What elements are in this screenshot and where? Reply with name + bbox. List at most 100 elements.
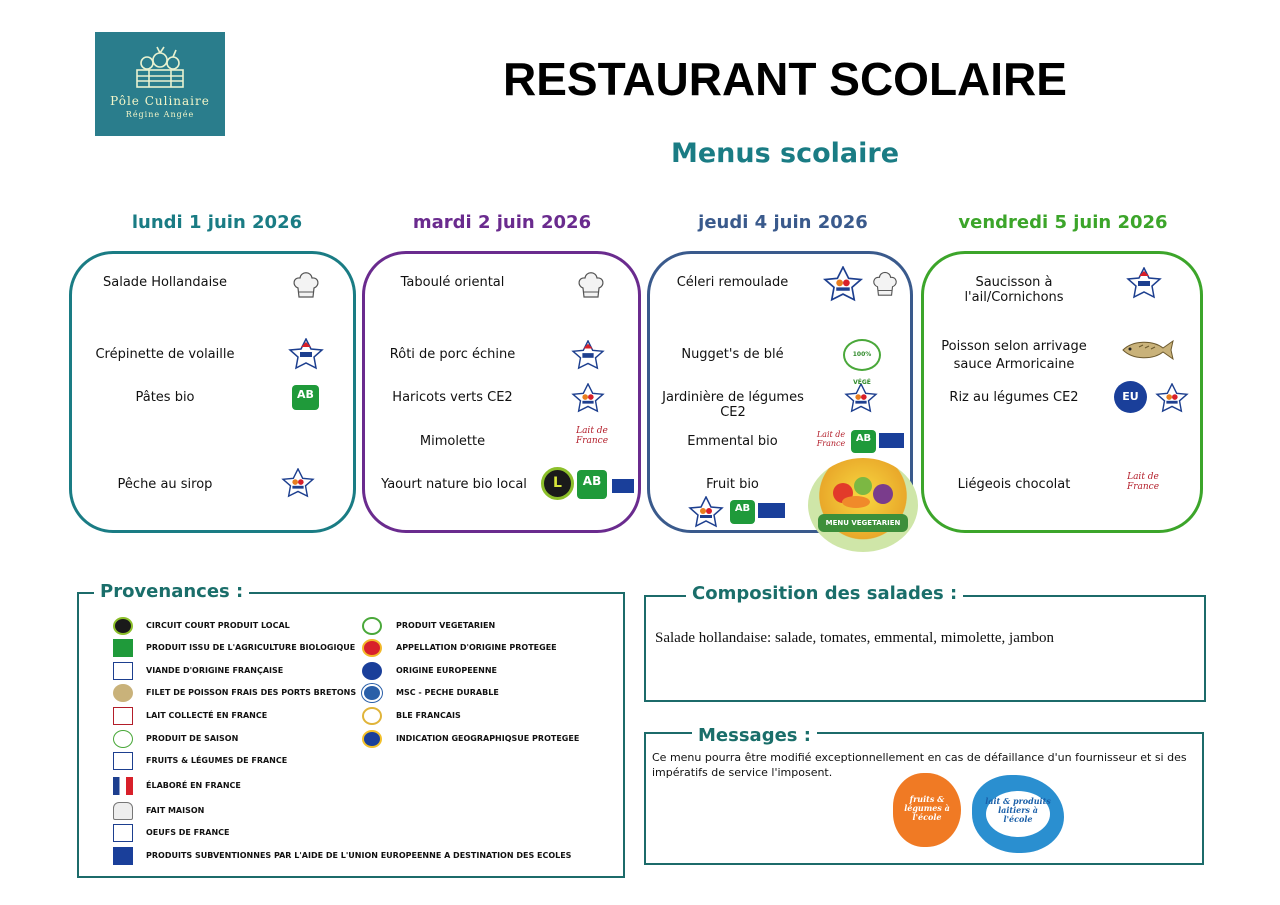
lait-de-france-icon: Lait de France <box>575 426 609 446</box>
chef-hat-icon <box>113 802 133 820</box>
legend.right-item-6: INDICATION GEOGRAPHIQSUE PROTEGEE <box>396 734 580 743</box>
saison-icon <box>113 730 133 748</box>
dish-mardi-2: Rôti de porc échine <box>389 347 516 362</box>
legend.left-item-9: FAIT MAISON <box>146 806 205 815</box>
salades-box <box>644 595 1206 702</box>
dish-jeudi-1: Céleri remoulade <box>676 275 789 290</box>
legend.right-item-5: BLE FRANCAIS <box>396 711 461 720</box>
dish-jeudi-5: Fruit bio <box>706 477 759 492</box>
viande-de-france-icon <box>288 338 324 370</box>
menu-vegetarien-icon: MENU VEGETARIEN <box>808 458 918 552</box>
legend.left-item-5: LAIT COLLECTÉ EN FRANCE <box>146 711 268 720</box>
page-subtitle: Menus scolaire <box>670 138 900 169</box>
circuit-court-local-icon: L <box>541 467 574 500</box>
legend.left-item-8: ÉLABORÉ EN FRANCE <box>146 781 241 790</box>
legend.left-item-3: VIANDE D'ORIGINE FRANÇAISE <box>146 666 284 675</box>
lait-de-france-icon: Lait de France <box>816 430 846 448</box>
ab-bio-icon: AB <box>851 430 876 453</box>
day-title-lundi: lundi 1 juin 2026 <box>131 212 303 233</box>
day-title-mardi: mardi 2 juin 2026 <box>412 212 592 233</box>
messages-text: Ce menu pourra être modifié exceptionnel… <box>652 751 1187 779</box>
chef-hat-icon <box>578 272 604 298</box>
fruits-legumes-france-icon <box>571 383 605 413</box>
dish-mardi-4: Mimolette <box>419 434 486 449</box>
dish-mardi-1: Taboulé oriental <box>400 275 505 290</box>
eu-flag-icon <box>612 479 634 493</box>
eu-flag-icon <box>113 847 133 865</box>
day-title-vendredi: vendredi 5 juin 2026 <box>958 212 1168 233</box>
dish-vendredi-4: Liégeois chocolat <box>957 477 1071 492</box>
logo-line-1: Pôle Culinaire <box>110 94 210 108</box>
dish-lundi-1: Salade Hollandaise <box>103 275 227 290</box>
eu-origin-icon <box>362 662 382 680</box>
viande-icon <box>113 662 133 680</box>
dish-vendredi-2: Poisson selon arrivage sauce Armoricaine <box>941 339 1087 372</box>
day-panel-jeudi <box>647 251 913 533</box>
day-panel-vendredi <box>921 251 1203 533</box>
vegetable-crate-icon <box>136 46 184 88</box>
legend.left-item-2: PRODUIT ISSU DE L'AGRICULTURE BIOLOGIQUE <box>146 643 356 652</box>
fruits-legumes-ecole-text: fruits & légumes à l'école <box>904 794 950 822</box>
lait-de-france-icon: Lait de France <box>1126 472 1160 492</box>
legend.left-item-6: PRODUIT DE SAISON <box>146 734 239 743</box>
dish-lundi-3: Pâtes bio <box>135 390 195 405</box>
fruits-legumes-france-icon <box>822 266 864 302</box>
fruits-legumes-ecole-logo: fruits & légumes à l'école <box>893 773 961 847</box>
france-icon <box>113 777 133 795</box>
ab-bio-icon: AB <box>730 500 755 524</box>
chef-hat-icon <box>293 272 319 298</box>
eu-flag-icon <box>758 503 785 518</box>
lait-ecole-logo: lait & produits laitiers à l'école <box>972 775 1064 853</box>
ab-bio-icon: AB <box>577 470 607 499</box>
fruits-legumes-france-icon <box>688 496 724 528</box>
dish-jeudi-4: Emmental bio <box>687 434 778 449</box>
dish-vendredi-1: Saucisson à l'ail/Cornichons <box>964 275 1064 305</box>
legend.left-item-1: CIRCUIT COURT PRODUIT LOCAL <box>146 621 290 630</box>
provenances-box <box>77 592 625 878</box>
vegetarien-icon <box>362 617 382 635</box>
page-title: RESTAURANT SCOLAIRE <box>503 53 1067 105</box>
day-panel-lundi <box>69 251 356 533</box>
vegetable-bowl-icon <box>818 477 908 532</box>
menu-vegetarien-label: MENU VEGETARIEN <box>825 519 901 527</box>
aop-icon <box>362 639 382 657</box>
lait-ecole-text: lait & produits laitiers à l'école <box>985 796 1051 824</box>
legend.right-item-2: APPELLATION D'ORIGINE PROTEGEE <box>396 643 557 652</box>
fish-icon <box>113 684 133 702</box>
salades-heading: Composition des salades : <box>686 583 964 604</box>
legend.left-item-4: FILET DE POISSON FRAIS DES PORTS BRETONS <box>146 688 357 697</box>
dish-jeudi-2: Nugget's de blé <box>681 347 784 362</box>
messages-box <box>644 732 1204 865</box>
dish-lundi-2: Crépinette de volaille <box>95 347 235 362</box>
dish-jeudi-3: Jardinière de légumes CE2 <box>662 390 804 420</box>
provenances-heading: Provenances : <box>94 581 250 602</box>
ab-bio-icon: AB <box>292 385 319 410</box>
fruits-legumes-france-icon <box>844 383 878 413</box>
dish-mardi-3: Haricots verts CE2 <box>392 390 513 405</box>
local-icon <box>113 617 133 635</box>
logo-line-2: Régine Angée <box>125 110 195 119</box>
dish-vendredi-3: Riz au légumes CE2 <box>949 390 1079 405</box>
viande-de-france-icon <box>1126 267 1162 299</box>
day-title-jeudi: jeudi 4 juin 2026 <box>698 212 868 233</box>
lait-icon <box>113 707 133 725</box>
ab-icon <box>113 639 133 657</box>
chef-hat-icon <box>873 271 897 296</box>
messages-heading: Messages : <box>692 725 817 746</box>
fruits-legumes-france-icon <box>1155 383 1189 413</box>
legend.right-item-4: MSC - PECHE DURABLE <box>396 688 499 697</box>
fish-icon <box>1122 339 1174 361</box>
viande-de-france-icon <box>571 340 605 370</box>
legend.left-item-7: FRUITS & LÉGUMES DE FRANCE <box>146 756 288 765</box>
origine-europeenne-icon: EU <box>1114 381 1147 413</box>
salades-text: Salade hollandaise: salade, tomates, emm… <box>655 630 1055 646</box>
msc-icon <box>362 684 382 702</box>
ble-icon <box>362 707 382 725</box>
dish-mardi-5: Yaourt nature bio local <box>381 477 527 492</box>
legend.right-item-3: ORIGINE EUROPEENNE <box>396 666 497 675</box>
oeufs-icon <box>113 824 133 842</box>
pole-culinaire-logo: Pôle Culinaire Régine Angée <box>95 32 225 136</box>
igp-icon <box>362 730 382 748</box>
fruits-icon <box>113 752 133 770</box>
eu-flag-icon <box>879 433 904 448</box>
